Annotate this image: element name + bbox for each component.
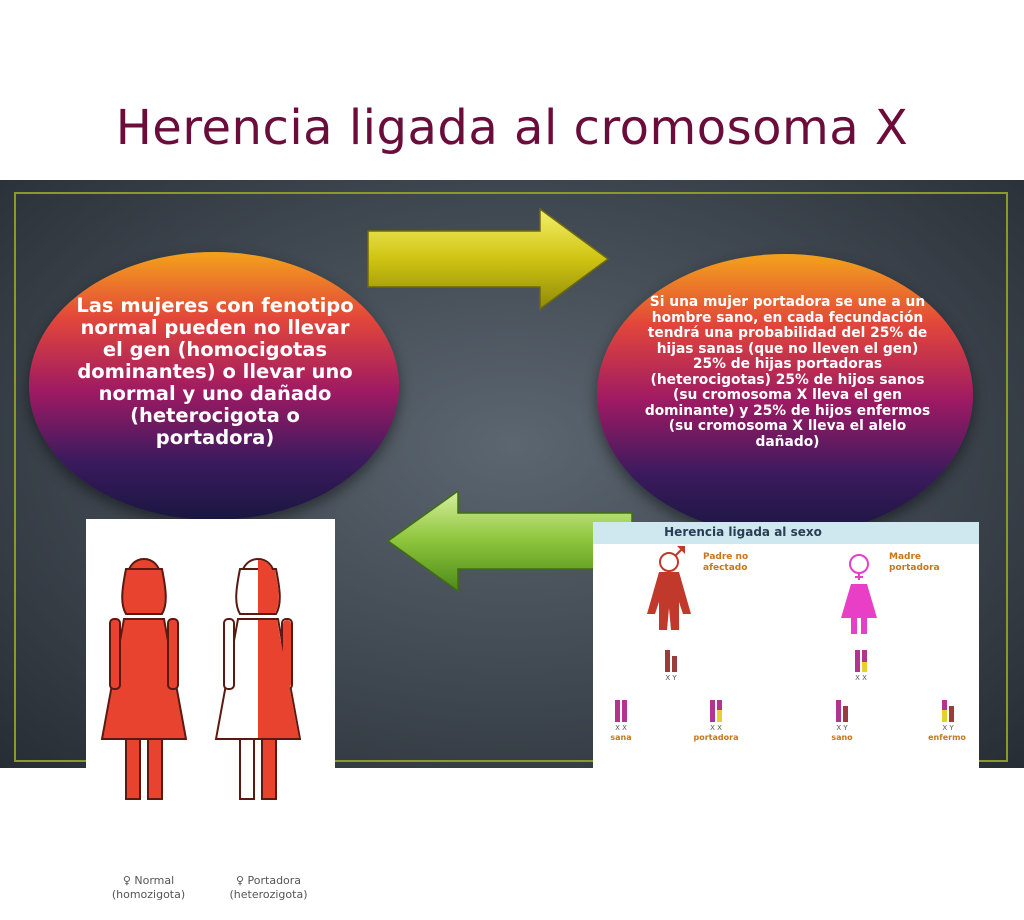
- normal-label-line1: Normal: [134, 874, 175, 887]
- right-oval: [597, 254, 973, 536]
- offspring-chromosomes: [615, 700, 954, 722]
- father-figure: [647, 546, 691, 630]
- female-figures-illustration: [100, 558, 302, 800]
- inheritance-illustration: [615, 546, 954, 722]
- offspring-chrom-3: X Y: [836, 724, 848, 732]
- offspring-label-4: enfermo: [928, 733, 966, 742]
- father-chromosomes: [665, 650, 677, 672]
- offspring-chrom-1: X X: [615, 724, 627, 732]
- carrier-female-figure: [214, 558, 302, 800]
- female-symbol-icon: ♀: [235, 874, 245, 887]
- female-symbol-icon: ♀: [122, 874, 131, 887]
- left-oval-text: Las mujeres con fenotipo normal pueden n…: [76, 294, 354, 449]
- female-figures-card: ♀ Normal (homozigota) ♀ Portadora (heter…: [86, 519, 335, 916]
- father-label: Padre no afectado: [703, 552, 783, 574]
- left-oval: [29, 252, 399, 520]
- mother-chromosome-label: X X: [855, 674, 867, 682]
- offspring-label-3: sano: [831, 733, 853, 742]
- offspring-chrom-4: X Y: [942, 724, 954, 732]
- normal-label: ♀ Normal (homozigota): [86, 874, 211, 902]
- slide-title: Herencia ligada al cromosoma X: [115, 100, 909, 156]
- offspring-chrom-2: X X: [710, 724, 722, 732]
- mother-label: Madre portadora: [889, 552, 969, 574]
- mother-chromosomes: [855, 650, 867, 672]
- mother-label-line2: portadora: [889, 563, 940, 573]
- panel-border: [14, 192, 1008, 762]
- sex-linked-inheritance-card: Herencia ligada al sexo: [593, 522, 979, 914]
- father-chromosome-label: X Y: [665, 674, 677, 682]
- right-arrow-icon: [367, 207, 610, 311]
- father-label-line1: Padre no: [703, 552, 749, 562]
- mother-figure: [841, 554, 877, 634]
- father-label-line2: afectado: [703, 563, 748, 573]
- normal-female-figure: [100, 558, 188, 800]
- normal-label-line2: (homozigota): [111, 888, 186, 901]
- carrier-label: ♀ Portadora (heterozigota): [206, 874, 331, 902]
- inheritance-header-text: Herencia ligada al sexo: [664, 525, 822, 539]
- offspring-label-1: sana: [610, 733, 632, 742]
- right-oval-text: Si una mujer portadora se une a un hombr…: [644, 294, 931, 450]
- carrier-label-line1: Portadora: [247, 874, 302, 887]
- mother-label-line1: Madre: [889, 552, 922, 562]
- inheritance-header: [593, 522, 979, 544]
- carrier-label-line2: (heterozigota): [229, 888, 308, 901]
- diagram-panel: Las mujeres con fenotipo normal pueden n…: [0, 180, 1024, 916]
- offspring-label-2: portadora: [693, 733, 739, 742]
